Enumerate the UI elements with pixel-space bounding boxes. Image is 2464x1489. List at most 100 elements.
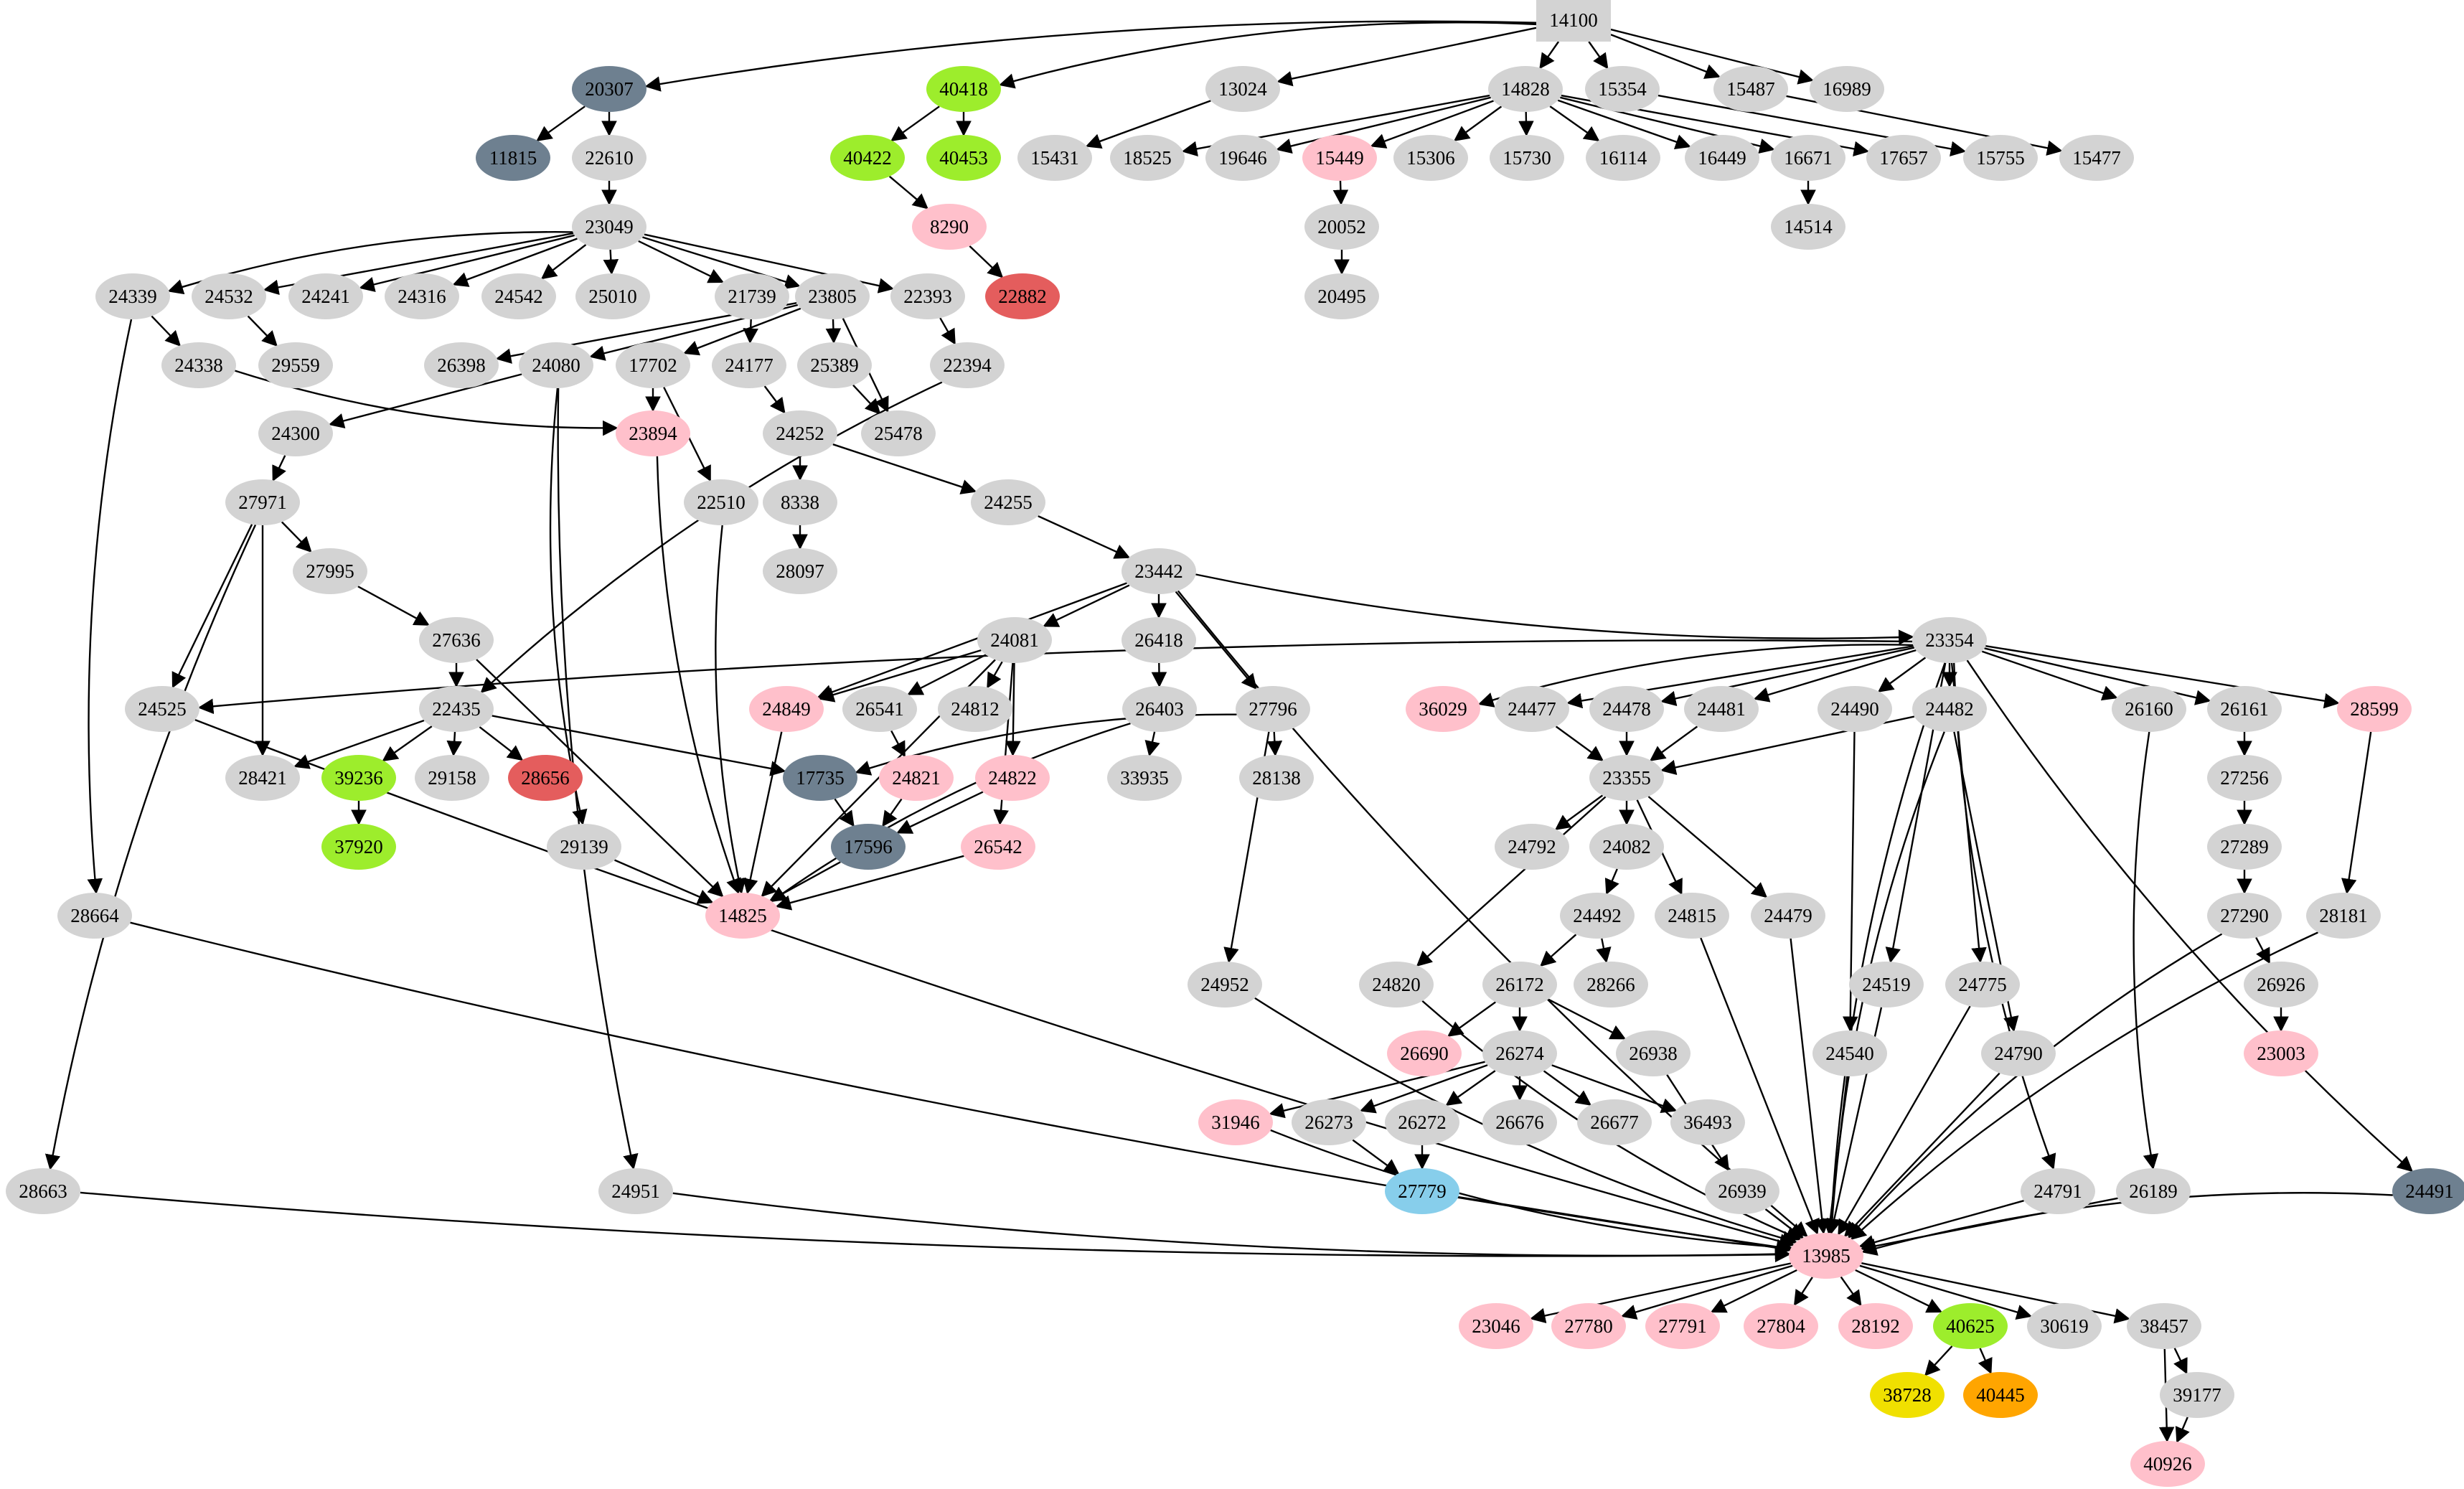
edge-24477-23355 [1555,725,1604,761]
node-ellipse-39177 [2160,1372,2234,1418]
node-label: 24491 [2405,1180,2454,1202]
edge-23049-24542 [540,244,587,280]
graph-node-24952: 24952 [1188,962,1262,1007]
graph-node-29559: 29559 [258,342,333,388]
node-label: 18525 [1123,147,1172,169]
node-label: 15306 [1406,147,1455,169]
node-label: 26272 [1398,1112,1447,1133]
node-ellipse-27256 [2207,755,2282,801]
edge-24339-24338 [151,315,182,347]
graph-node-27779: 27779 [1385,1168,1459,1214]
edge-24177-24252 [763,385,786,414]
graph-node-23046: 23046 [1459,1303,1533,1349]
node-ellipse-26189 [2116,1168,2191,1214]
edge-27290-26926 [2255,936,2270,964]
node-label: 25478 [874,423,923,444]
node-label: 40418 [939,78,988,100]
node-ellipse-28138 [1239,755,1314,801]
graph-node-27780: 27780 [1551,1303,1626,1349]
node-label: 24790 [1994,1043,2043,1064]
node-ellipse-23805 [795,273,870,319]
edge-20307-11815 [536,105,586,141]
edge-26274-26272 [1445,1070,1496,1107]
node-ellipse-24519 [1849,962,1924,1007]
graph-node-26160: 26160 [2112,686,2186,732]
node-ellipse-26418 [1122,617,1196,663]
node-ellipse-26272 [1385,1099,1459,1145]
node-ellipse-28181 [2306,893,2381,939]
node-ellipse-30619 [2027,1303,2102,1349]
node-label: 23355 [1602,767,1651,789]
node-label: 15730 [1503,147,1551,169]
node-label: 24252 [776,423,824,444]
graph-node-24775: 24775 [1945,962,2020,1007]
edge-14828-19646 [1276,96,1491,154]
node-ellipse-26938 [1616,1030,1691,1076]
node-ellipse-40625 [1933,1303,2008,1349]
node-label: 22510 [697,492,746,513]
graph-node-24338: 24338 [161,342,236,388]
node-label: 27796 [1249,698,1297,720]
graph-node-24525: 24525 [125,686,199,732]
edge-14828-15730 [1518,111,1534,137]
graph-node-23805: 23805 [795,273,870,319]
node-label: 24822 [988,767,1037,789]
node-ellipse-15431 [1017,135,1092,181]
node-ellipse-25010 [575,273,650,319]
node-ellipse-27636 [419,617,494,663]
node-ellipse-17657 [1866,135,1941,181]
graph-node-28192: 28192 [1838,1303,1913,1349]
graph-node-15449: 15449 [1302,135,1377,181]
edge-23049-24241 [359,234,575,292]
graph-node-27796: 27796 [1236,686,1310,732]
graph-node-28421: 28421 [225,755,300,801]
node-label: 24821 [892,767,941,789]
edge-24082-24492 [1604,868,1619,896]
graph-node-21739: 21739 [715,273,789,319]
node-ellipse-24790 [1981,1030,2056,1076]
edge-8290-22882 [969,245,1004,278]
node-ellipse-24081 [977,617,1052,663]
node-label: 24952 [1200,974,1249,995]
node-ellipse-24082 [1589,824,1664,870]
node-ellipse-24542 [481,273,556,319]
graph-node-26189: 26189 [2116,1168,2191,1214]
graph-node-28266: 28266 [1574,962,1648,1007]
node-ellipse-28664 [57,893,132,939]
node-label: 24532 [204,286,253,307]
node-ellipse-33935 [1107,755,1182,801]
node-label: 27779 [1398,1180,1447,1202]
node-label: 24482 [1925,698,1974,720]
edge-27971-24525 [171,524,253,689]
graph-node-26938: 26938 [1616,1030,1691,1076]
edge-13985-30619 [1859,1264,2033,1320]
node-label: 28421 [238,767,287,789]
node-ellipse-24791 [2021,1168,2095,1214]
graph-node-27256: 27256 [2207,755,2282,801]
node-label: 23046 [1472,1315,1520,1337]
node-label: 20307 [585,78,634,100]
node-ellipse-16671 [1771,135,1845,181]
node-ellipse-22882 [985,273,1060,319]
node-label: 8338 [781,492,819,513]
node-ellipse-28266 [1574,962,1648,1007]
graph-node-20495: 20495 [1304,273,1379,319]
graph-node-26273: 26273 [1292,1099,1366,1145]
graph-node-24540: 24540 [1812,1030,1887,1076]
node-ellipse-24532 [192,273,266,319]
edge-23354-28599 [1985,645,2340,709]
node-ellipse-13985 [1789,1233,1863,1279]
node-ellipse-17735 [783,755,857,801]
edge-22393-22394 [939,317,956,345]
node-ellipse-24821 [879,755,954,801]
edge-14828-16114 [1549,105,1600,142]
edge-25389-25478 [852,384,881,415]
node-label: 19646 [1218,147,1267,169]
edge-28181-13985 [1850,931,2318,1241]
graph-node-18525: 18525 [1110,135,1185,181]
graph-node-28663: 28663 [6,1168,80,1214]
graph-node-26418: 26418 [1122,617,1196,663]
edge-14828-15306 [1453,105,1503,141]
node-label: 24082 [1602,836,1651,858]
